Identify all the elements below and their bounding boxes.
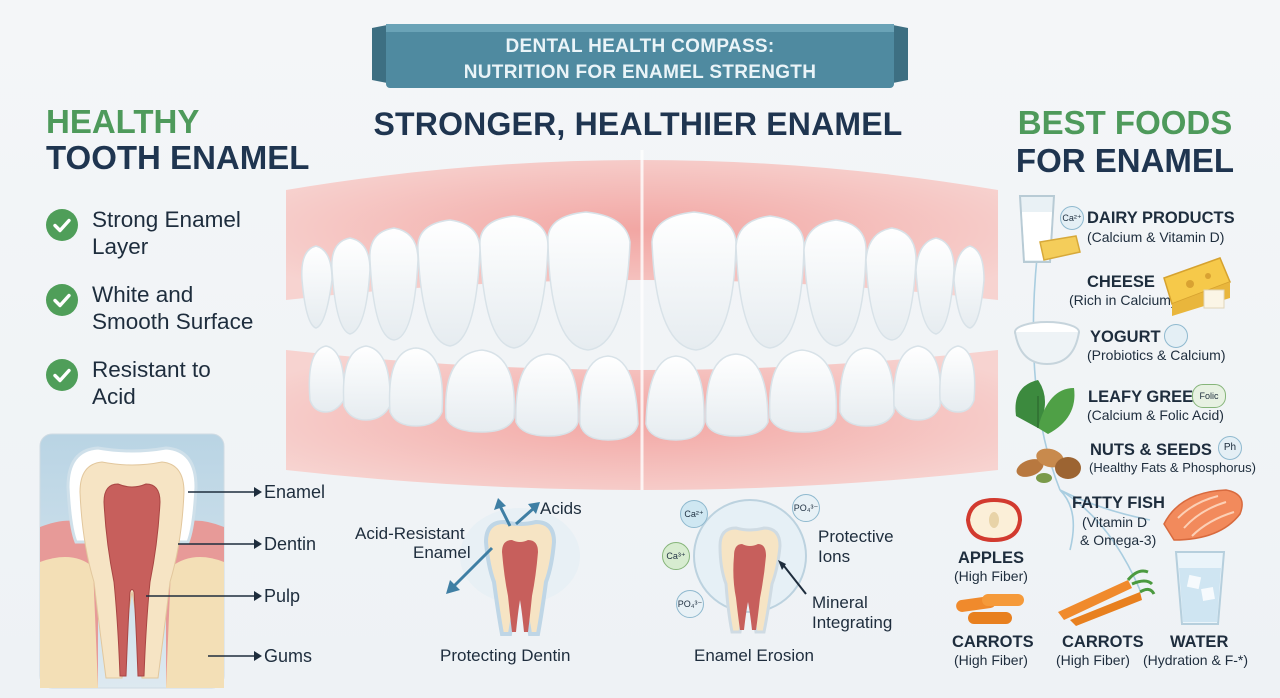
title-banner: DENTAL HEALTH COMPASS: NUTRITION FOR ENA… <box>372 24 908 96</box>
caption-protecting-dentin: Protecting Dentin <box>440 646 571 665</box>
left-heading-green: HEALTHY <box>46 103 200 140</box>
left-heading: HEALTHY TOOTH ENAMEL <box>46 104 309 176</box>
food-desc: (High Fiber) <box>1056 652 1130 668</box>
label-line: Protective <box>818 527 894 546</box>
leafy-greens-icon <box>1015 380 1075 434</box>
folic-badge: Folic <box>1192 384 1226 408</box>
check-icon <box>46 209 78 241</box>
carrot-sticks-icon <box>956 594 1024 624</box>
food-desc: (Vitamin D <box>1082 514 1148 530</box>
teeth-illustration <box>286 150 998 490</box>
check-icon <box>46 284 78 316</box>
food-name: CHEESE <box>1087 273 1155 291</box>
label-line: Enamel <box>413 543 471 562</box>
food-name: CARROTS <box>952 633 1034 651</box>
ion-ca-badge: Ca³⁺ <box>662 542 690 570</box>
yogurt-bowl-icon <box>1014 321 1080 366</box>
feature-line: Strong Enamel <box>92 207 241 232</box>
ion-po4-badge: PO₄³⁻ <box>676 590 704 618</box>
label-mineral-integrating: Mineral Integrating <box>812 593 892 633</box>
food-desc: (High Fiber) <box>954 568 1028 584</box>
left-heading-dark: TOOTH ENAMEL <box>46 139 310 176</box>
food-desc: (Calcium & Folic Acid) <box>1087 407 1224 423</box>
label-line: Integrating <box>812 613 893 632</box>
carrots-icon <box>1058 569 1156 626</box>
label-gums: Gums <box>264 646 313 666</box>
banner-line-2: NUTRITION FOR ENAMEL STRENGTH <box>463 62 817 83</box>
feature-line: Smooth Surface <box>92 309 254 334</box>
food-name: LEAFY GREENS <box>1088 388 1217 406</box>
right-heading: BEST FOODS FOR ENAMEL <box>1000 104 1250 180</box>
label-line: Acid-Resistant <box>355 524 465 543</box>
food-name: CARROTS <box>1062 633 1144 651</box>
food-desc: (Hydration & F-*) <box>1143 652 1249 668</box>
feature-line: Acid <box>92 384 136 409</box>
cheese-icon <box>1163 257 1231 316</box>
banner-ribbon <box>372 24 908 88</box>
label-acid-resistant-enamel: Acid-Resistant Enamel <box>349 524 471 562</box>
food-desc: (Probiotics & Calcium) <box>1087 347 1226 363</box>
water-glass-icon <box>1174 551 1226 625</box>
center-heading: STRONGER, HEALTHIER ENAMEL <box>373 106 903 142</box>
label-dentin: Dentin <box>264 534 317 554</box>
salmon-fillet-icon <box>1163 489 1243 541</box>
check-icon <box>46 359 78 391</box>
right-heading-dark: FOR ENAMEL <box>1015 142 1235 179</box>
label-acids: Acids <box>540 499 582 518</box>
label-pulp: Pulp <box>264 586 301 606</box>
phosphorus-badge: Ph <box>1218 436 1242 460</box>
feature-line: Resistant to <box>92 357 211 382</box>
enamel-erosion-tooth-diagram <box>693 499 807 634</box>
nuts-seeds-icon <box>1016 448 1081 483</box>
ion-po4-badge: PO₄³⁻ <box>792 494 820 522</box>
label-line: Ions <box>818 547 851 566</box>
food-name: FATTY FISH <box>1072 494 1165 512</box>
food-name: APPLES <box>958 549 1025 567</box>
apple-slice-icon <box>965 497 1023 543</box>
food-desc: (Rich in Calcium) <box>1069 292 1176 308</box>
food-desc: (High Fiber) <box>954 652 1028 668</box>
ion-ca-badge: Ca²⁺ <box>680 500 708 528</box>
food-name: NUTS & SEEDS <box>1090 441 1212 459</box>
food-desc: & Omega-3) <box>1080 532 1157 548</box>
calcium-badge: Ca²⁺ <box>1060 206 1084 230</box>
probiotic-icon <box>1164 324 1188 348</box>
label-line: Mineral <box>812 593 868 612</box>
caption-enamel-erosion: Enamel Erosion <box>694 646 815 665</box>
acid-resistant-tooth-diagram <box>446 498 580 636</box>
food-desc: (Healthy Fats & Phosphorus) <box>1089 460 1256 475</box>
milk-glass-icon <box>1018 195 1081 263</box>
food-name: YOGURT <box>1090 328 1161 346</box>
label-protective-ions: Protective Ions <box>818 527 894 567</box>
label-enamel: Enamel <box>264 482 326 502</box>
banner-line-1: DENTAL HEALTH COMPASS: <box>505 36 775 57</box>
tooth-cross-section-diagram <box>39 433 262 689</box>
food-name: WATER <box>1170 633 1229 651</box>
feature-line: White and <box>92 282 194 307</box>
food-name: DAIRY PRODUCTS <box>1087 209 1235 227</box>
right-heading-green: BEST FOODS <box>1017 104 1233 141</box>
food-desc: (Calcium & Vitamin D) <box>1087 229 1225 245</box>
feature-line: Layer <box>92 234 149 259</box>
